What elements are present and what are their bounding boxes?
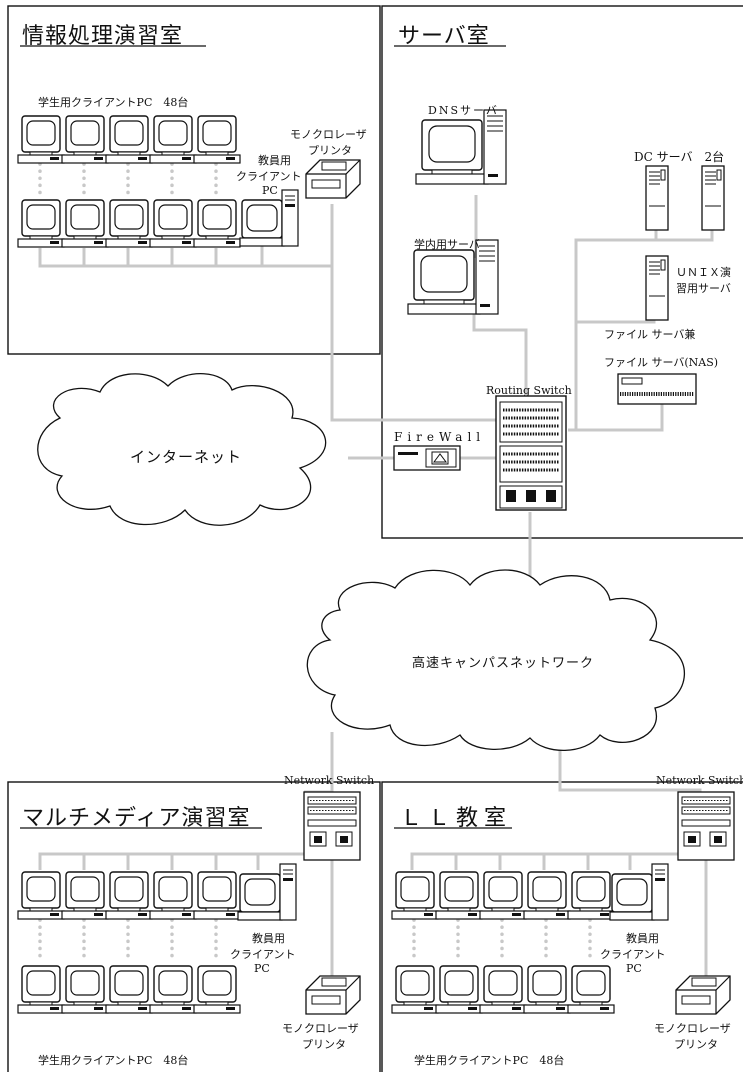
ll-switch-label: Network Switch bbox=[656, 774, 743, 787]
nas-device bbox=[617, 373, 697, 405]
routing-switch-label: Routing Switch bbox=[486, 384, 572, 397]
fileserver-label: ファイル サーバ兼 bbox=[604, 328, 696, 341]
ll-printer-label-1: モノクロレーザ bbox=[654, 1022, 731, 1035]
ll-room-frame bbox=[381, 781, 743, 1072]
multimedia-lab-frame bbox=[7, 781, 381, 1072]
multimedia-lab-title: マルチメディア演習室 bbox=[22, 806, 251, 831]
dc-server-2 bbox=[701, 165, 725, 231]
multimedia-printer bbox=[305, 975, 361, 1015]
internet-cloud bbox=[37, 373, 327, 526]
nas-label: ファイル サーバ(NAS) bbox=[604, 356, 719, 369]
multimedia-printer-label-2: プリンタ bbox=[302, 1038, 346, 1051]
info-lab-clients bbox=[17, 115, 241, 248]
ll-printer bbox=[675, 975, 731, 1015]
info-lab-printer-label-2: プリンタ bbox=[308, 144, 352, 157]
info-lab-printer-label-1: モノクロレーザ bbox=[290, 128, 367, 141]
info-lab-teacher-label-3: PC bbox=[262, 184, 278, 197]
ll-teacher-label-3: PC bbox=[626, 962, 642, 975]
server-room-title: サーバ室 bbox=[398, 24, 490, 49]
network-cables bbox=[38, 195, 714, 980]
ll-teacher-label-2: クライアント bbox=[600, 948, 666, 961]
firewall-device bbox=[393, 445, 461, 471]
multimedia-network-switch bbox=[303, 791, 361, 861]
firewall-label: FireWall bbox=[394, 430, 486, 444]
dc-server-1 bbox=[645, 165, 669, 231]
multimedia-teacher-label-3: PC bbox=[254, 962, 270, 975]
multimedia-switch-label: Network Switch bbox=[284, 774, 375, 787]
server-room-frame bbox=[381, 5, 743, 539]
dns-server bbox=[415, 109, 507, 185]
campus-cloud bbox=[306, 569, 686, 752]
info-lab-teacher-pc bbox=[239, 189, 299, 247]
ll-teacher-label-1: 教員用 bbox=[626, 932, 659, 945]
info-lab-printer bbox=[305, 159, 361, 199]
multimedia-teacher-label-1: 教員用 bbox=[252, 932, 285, 945]
ll-teacher-pc bbox=[609, 863, 669, 921]
internet-cloud-label: インターネット bbox=[130, 448, 243, 466]
ll-printer-label-2: プリンタ bbox=[674, 1038, 718, 1051]
unix-server bbox=[645, 255, 669, 321]
routing-switch bbox=[495, 395, 567, 511]
info-lab-frame bbox=[7, 5, 381, 355]
ll-room-title: ＬＬ教室 bbox=[400, 806, 513, 831]
campus-server-label: 学内用サーバ bbox=[414, 238, 480, 251]
dns-server-label: DNSサーバ bbox=[428, 104, 499, 117]
unix-server-label-2: 習用サーバ bbox=[676, 282, 731, 295]
multimedia-teacher-pc bbox=[237, 863, 297, 921]
multimedia-clients-label: 学生用クライアントPC 48台 bbox=[38, 1054, 189, 1067]
multimedia-teacher-label-2: クライアント bbox=[230, 948, 296, 961]
info-lab-clients-label: 学生用クライアントPC 48台 bbox=[38, 96, 189, 109]
multimedia-printer-label-1: モノクロレーザ bbox=[282, 1022, 359, 1035]
unix-server-label-1: ＵＮＩＸ演 bbox=[676, 266, 731, 279]
info-lab-title: 情報処理演習室 bbox=[22, 24, 184, 49]
info-lab-teacher-label-1: 教員用 bbox=[258, 154, 291, 167]
campus-cloud-label: 高速キャンパスネットワーク bbox=[412, 656, 595, 671]
info-lab-teacher-label-2: クライアント bbox=[236, 170, 302, 183]
ll-clients-label: 学生用クライアントPC 48台 bbox=[414, 1054, 565, 1067]
dc-server-label: DC サーバ 2台 bbox=[634, 150, 725, 164]
ll-network-switch bbox=[677, 791, 735, 861]
